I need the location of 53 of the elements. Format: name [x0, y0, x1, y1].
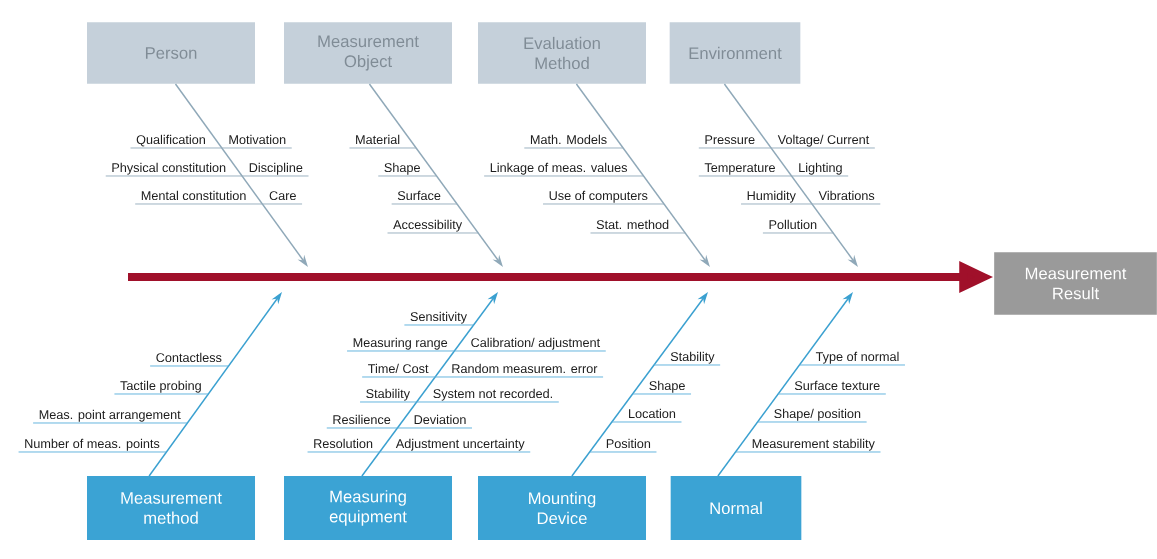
cause-label: Location: [611, 408, 682, 423]
cause-label: Measuring range: [346, 337, 455, 352]
cause-label: Motivation: [221, 134, 293, 149]
cause-label: Stability: [653, 351, 721, 366]
cause-label: Accessibility: [387, 219, 479, 234]
cause-label: System not recorded.: [416, 388, 560, 403]
cause-label: Meas. point arrangement: [32, 409, 188, 424]
category-box: Measuring equipment: [284, 476, 452, 540]
cause-label: Discipline: [241, 162, 309, 177]
cause-label: Math. Models: [523, 134, 624, 149]
cause-label: Shape: [632, 380, 692, 395]
cause-label: Pressure: [698, 135, 772, 149]
cause-label: Physical constitution: [105, 162, 243, 177]
cause-label: Contactless: [149, 352, 229, 367]
cause-label: Stat. method: [590, 219, 686, 234]
cause-label: Number of meas. points: [18, 438, 167, 453]
cause-label: Material: [349, 134, 417, 149]
category-box: Person: [87, 22, 255, 84]
cause-label: Sensitivity: [403, 311, 475, 326]
cause-label: Surface texture: [777, 380, 887, 395]
cause-label: Resilience: [326, 414, 398, 429]
cause-label: Use of computers: [542, 190, 665, 205]
cause-label: Deviation: [396, 414, 473, 429]
cause-label: Shape/ position: [757, 408, 868, 423]
cause-label: Stability: [359, 388, 418, 403]
category-box: Mounting Device: [478, 476, 646, 540]
cause-label: Pollution: [762, 219, 834, 234]
cause-label: Lighting: [791, 162, 849, 177]
cause-label: Adjustment uncertainty: [379, 438, 531, 453]
cause-label: Qualification: [130, 134, 223, 149]
category-box: Measurement Object: [284, 22, 452, 84]
cause-label: Tactile probing: [113, 380, 209, 395]
cause-label: Temperature: [698, 163, 793, 177]
cause-label: Resolution: [307, 438, 381, 453]
category-box: Environment: [669, 22, 801, 84]
cause-label: Time/ Cost: [361, 363, 436, 378]
cause-label: Care: [261, 191, 303, 205]
cause-label: Position: [589, 438, 657, 453]
cause-label: Vibrations: [811, 190, 881, 205]
category-box: Evaluation Method: [478, 22, 646, 84]
cause-label: Type of normal: [798, 351, 906, 366]
cause-label: Humidity: [740, 190, 813, 205]
cause-label: Surface: [391, 190, 458, 205]
category-box: Normal: [670, 476, 802, 540]
result-box: Measurement Result: [994, 252, 1157, 315]
cause-label: Voltage/ Current: [770, 134, 876, 149]
cause-label: Measurement stability: [735, 438, 881, 453]
cause-label: Calibration/ adjustment: [453, 337, 607, 352]
cause-label: Linkage of meas. values: [483, 162, 645, 177]
cause-label: Shape: [377, 162, 438, 177]
cause-label: Random measurem. error: [434, 363, 604, 378]
cause-label: Mental constitution: [134, 190, 263, 205]
category-box: Measurement method: [87, 476, 255, 540]
